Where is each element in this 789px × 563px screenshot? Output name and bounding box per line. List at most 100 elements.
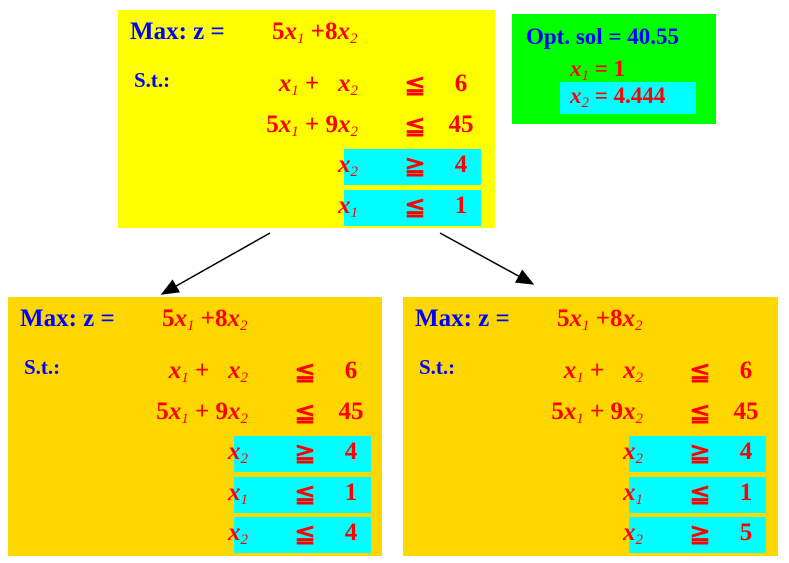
solution-x2-highlight: x2 = 4.444 bbox=[560, 82, 696, 114]
constraint-lhs: 5x1 + 9x2 bbox=[551, 398, 643, 428]
variable-subscript: 2 bbox=[635, 451, 644, 467]
optimal-solution-box: Opt. sol = 40.55 x1 = 1 x2 = 4.444 bbox=[512, 14, 716, 124]
constraint-rhs: 5 bbox=[739, 519, 753, 546]
optimal-solution-value: Opt. sol = 40.55 bbox=[526, 24, 680, 49]
coefficient: 5 bbox=[162, 305, 175, 332]
variable: x bbox=[338, 151, 351, 178]
constraint-relation: ≦ bbox=[404, 72, 426, 99]
variable-subscript: 1 bbox=[291, 83, 299, 99]
variable: x bbox=[623, 438, 636, 465]
variable: x bbox=[623, 478, 636, 506]
subject-to-label: S.t.: bbox=[24, 355, 61, 379]
variable-subscript: 2 bbox=[350, 123, 359, 140]
variable-subscript: 2 bbox=[635, 532, 644, 548]
variable-subscript: 1 bbox=[350, 204, 359, 221]
variable-subscript: 2 bbox=[240, 451, 249, 467]
constraint-relation: ≧ bbox=[689, 521, 711, 548]
variable-subscript: 2 bbox=[240, 410, 249, 427]
operator: + bbox=[583, 357, 623, 384]
operator: +8 bbox=[589, 305, 623, 332]
variable-subscript: 2 bbox=[240, 370, 249, 386]
constraint-row: x2≦4 bbox=[8, 517, 378, 553]
constraint-rhs: 4 bbox=[739, 438, 753, 465]
solution-x1: x1 = 1 bbox=[570, 56, 626, 84]
variable: x bbox=[228, 438, 241, 465]
objective-function: 5x1 +8x2 bbox=[162, 305, 248, 335]
coefficient: 5 bbox=[266, 110, 279, 138]
constraint-highlight bbox=[234, 436, 371, 472]
variable-subscript: 1 bbox=[181, 370, 189, 386]
objective-label: Max: z = bbox=[20, 305, 115, 332]
constraint-lhs: x2 bbox=[623, 438, 643, 468]
constraint-rhs: 6 bbox=[739, 357, 753, 384]
variable: x bbox=[284, 18, 298, 45]
constraint-relation: ≦ bbox=[294, 521, 316, 548]
variable: x bbox=[569, 305, 583, 332]
variable: x bbox=[168, 357, 182, 384]
operator: +8 bbox=[304, 18, 338, 45]
coefficient: 5 bbox=[551, 397, 564, 425]
variable: x bbox=[622, 305, 636, 332]
coefficient: 5 bbox=[557, 305, 570, 332]
operator: +8 bbox=[194, 305, 228, 332]
constraint-highlight bbox=[629, 517, 766, 553]
constraint-rhs: 4 bbox=[454, 151, 468, 178]
objective-function: 5x1 +8x2 bbox=[557, 305, 643, 335]
constraint-row: x1 + x2≦6 bbox=[8, 355, 378, 391]
constraint-row: 5x1 + 9x2≦45 bbox=[118, 109, 488, 145]
constraint-relation: ≧ bbox=[689, 440, 711, 467]
constraint-row: x2≧4 bbox=[118, 149, 488, 185]
constraint-lhs: x2 bbox=[228, 519, 248, 549]
constraint-rhs: 1 bbox=[344, 478, 358, 506]
constraint-rhs: 1 bbox=[454, 191, 468, 219]
constraint-relation: ≦ bbox=[689, 399, 711, 427]
objective-function: 5x1 +8x2 bbox=[272, 18, 358, 48]
operator: + bbox=[298, 70, 338, 97]
arrow-right-branch bbox=[439, 232, 535, 285]
constraint-lhs: x1 bbox=[338, 192, 358, 222]
variable-subscript: 2 bbox=[350, 31, 358, 47]
constraint-row: x1≦1 bbox=[8, 477, 378, 513]
variable-subscript: 2 bbox=[635, 410, 644, 427]
solution-x2: x2 = 4.444 bbox=[570, 83, 666, 111]
variable: x bbox=[563, 397, 577, 425]
objective-label: Max: z = bbox=[130, 18, 225, 45]
variable: x bbox=[228, 478, 241, 506]
constraint-relation: ≧ bbox=[404, 153, 426, 180]
variable: x bbox=[228, 519, 241, 546]
constraint-relation: ≦ bbox=[404, 112, 426, 140]
operator: + bbox=[188, 357, 228, 384]
constraint-lhs: x2 bbox=[623, 519, 643, 549]
constraint-lhs: 5x1 + 9x2 bbox=[266, 111, 358, 141]
constraint-rhs: 6 bbox=[344, 357, 358, 384]
constraint-relation: ≦ bbox=[689, 480, 711, 508]
constraint-row: 5x1 + 9x2≦45 bbox=[403, 396, 773, 432]
variable-subscript: 1 bbox=[187, 318, 195, 334]
variable: x bbox=[623, 397, 636, 425]
constraint-rhs: 45 bbox=[338, 397, 364, 425]
constraint-highlight bbox=[344, 149, 481, 185]
variable-subscript: 1 bbox=[297, 31, 305, 47]
variable-subscript: 1 bbox=[291, 123, 299, 140]
operator: + 9 bbox=[188, 397, 228, 425]
variable: x bbox=[228, 357, 241, 384]
constraint-highlight bbox=[234, 476, 371, 513]
constraint-lhs: x1 + x2 bbox=[564, 357, 643, 387]
constraint-relation: ≦ bbox=[294, 399, 316, 427]
operator: + 9 bbox=[298, 110, 338, 138]
objective-label: Max: z = bbox=[415, 305, 510, 332]
constraint-lhs: x1 bbox=[623, 479, 643, 509]
constraint-relation: ≧ bbox=[294, 440, 316, 467]
constraint-rhs: 6 bbox=[454, 70, 468, 97]
variable-subscript: 2 bbox=[635, 370, 644, 386]
arrow-left-branch bbox=[160, 232, 271, 295]
constraint-lhs: x1 + x2 bbox=[279, 70, 358, 100]
variable-subscript: 1 bbox=[635, 491, 644, 508]
constraint-relation: ≦ bbox=[404, 193, 426, 221]
constraint-relation: ≦ bbox=[294, 480, 316, 508]
variable: x bbox=[338, 110, 351, 138]
